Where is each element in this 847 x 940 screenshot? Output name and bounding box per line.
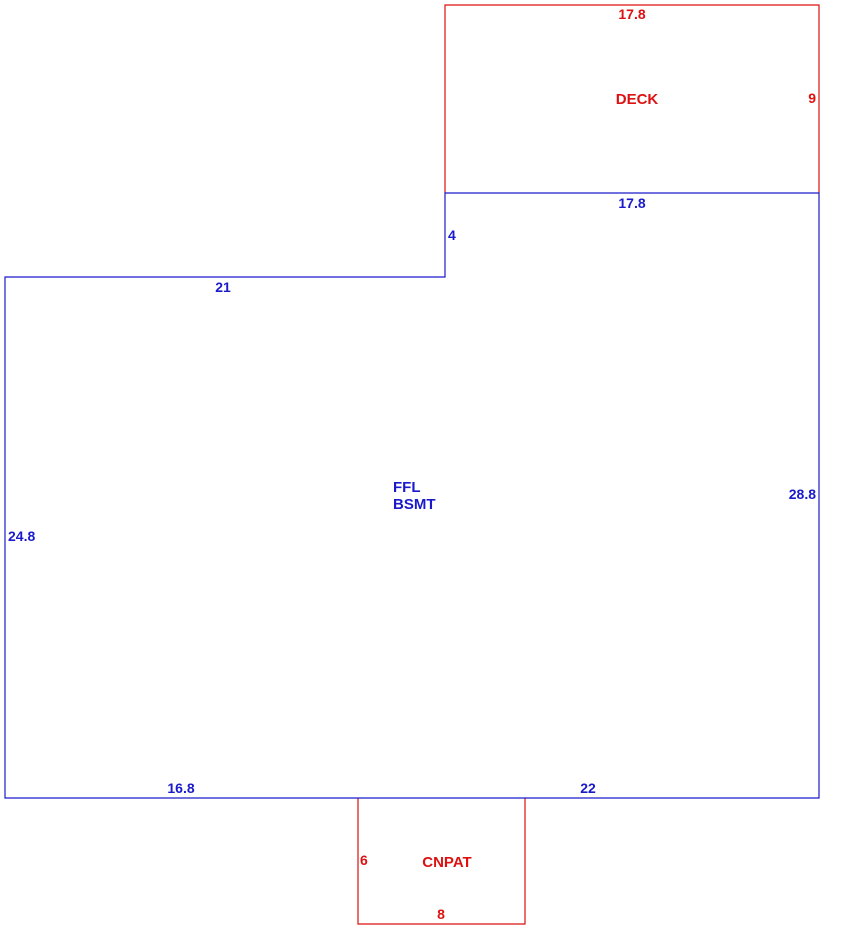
patio-outline (357, 798, 526, 925)
deck-area: 17.8 9 DECK (444, 4, 820, 193)
deck-label: DECK (616, 91, 659, 108)
patio-left-dimension: 6 (360, 852, 368, 868)
basement-area: 17.8 4 21 24.8 28.8 16.8 22 FFL BSMT (4, 192, 820, 799)
deck-outline (444, 4, 820, 193)
basement-left-side-dimension: 24.8 (8, 528, 35, 544)
basement-outline (4, 192, 820, 799)
patio-bottom-dimension: 8 (437, 906, 445, 922)
basement-left-top-dimension: 21 (215, 279, 231, 295)
patio-area: 6 8 CNPAT (357, 798, 526, 925)
basement-upper-top-dimension: 17.8 (618, 195, 645, 211)
deck-right-dimension: 9 (808, 90, 816, 106)
patio-label: CNPAT (422, 854, 471, 871)
basement-jog-dimension: 4 (448, 227, 456, 243)
basement-bottom-right-dimension: 22 (580, 780, 596, 796)
basement-label-line1: FFL (393, 479, 421, 496)
deck-top-dimension: 17.8 (618, 6, 645, 22)
basement-bottom-left-dimension: 16.8 (167, 780, 194, 796)
basement-label-line2: BSMT (393, 496, 436, 513)
basement-right-side-dimension: 28.8 (789, 486, 816, 502)
